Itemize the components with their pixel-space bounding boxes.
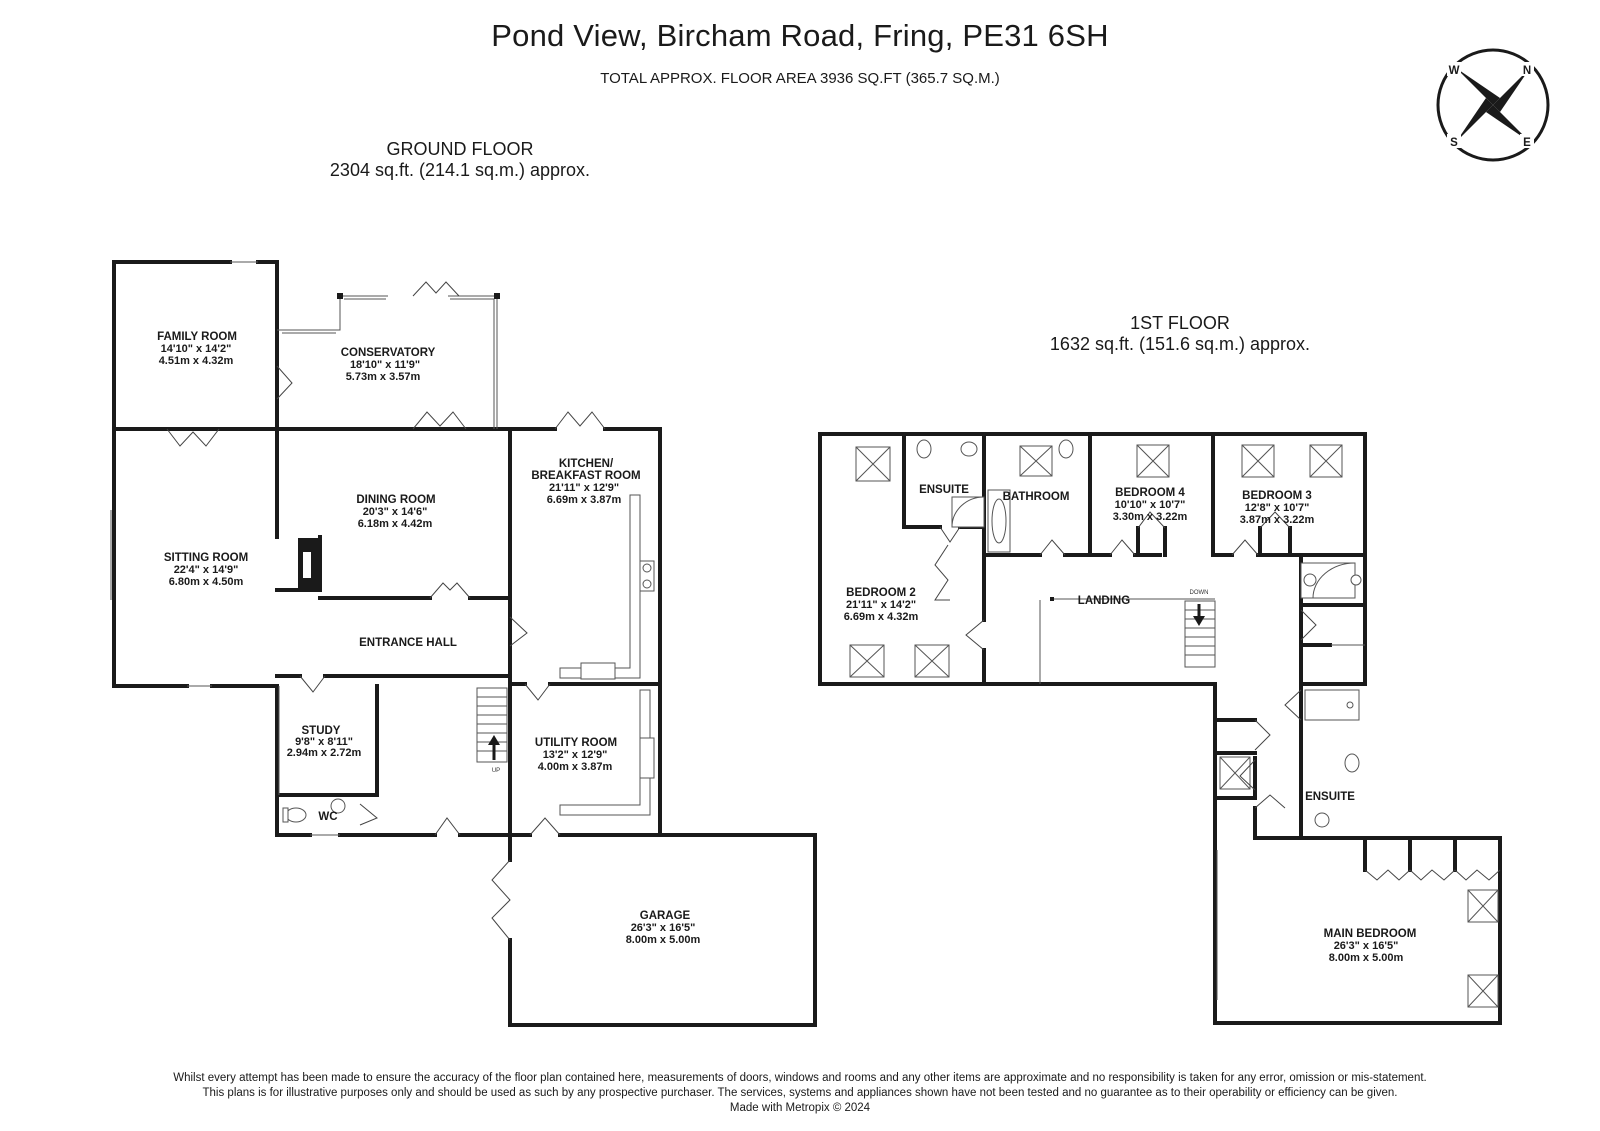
utility-room-metric: 4.00m x 3.87m [538, 761, 613, 773]
stairs-up-label: UP [492, 768, 500, 774]
kitchen-metric: 6.69m x 3.87m [547, 494, 622, 506]
main-bedroom-label: MAIN BEDROOM [1324, 928, 1417, 940]
bedroom-4-label: BEDROOM 4 [1115, 487, 1185, 499]
conservatory-imperial: 18'10" x 11'9" [350, 359, 420, 371]
entrance-hall-label: ENTRANCE HALL [359, 637, 457, 649]
garage-metric: 8.00m x 5.00m [626, 934, 701, 946]
study-label: STUDY [302, 725, 341, 737]
ensuite-1-label: ENSUITE [919, 484, 969, 496]
sanitary-fixtures [916, 439, 1362, 828]
utility-room-imperial: 13'2" x 12'9" [543, 749, 608, 761]
bathroom-label: BATHROOM [1003, 491, 1070, 503]
main-bedroom-imperial: 26'3" x 16'5" [1334, 940, 1399, 952]
compass-west: W [1449, 65, 1460, 77]
family-room-imperial: 14'10" x 14'2" [161, 343, 232, 355]
bedroom-2-label: BEDROOM 2 [846, 587, 916, 599]
main-bedroom-metric: 8.00m x 5.00m [1329, 952, 1404, 964]
compass-north: N [1523, 65, 1531, 77]
ground-floor-plan: UP FAMILY ROOM 14'10" x 14'2" 4.51m x 4.… [110, 260, 817, 1027]
compass-east: E [1523, 137, 1531, 149]
kitchen-label: BREAKFAST ROOM [531, 470, 640, 482]
dining-room-metric: 6.18m x 4.42m [358, 518, 433, 530]
plan-title: Pond View, Bircham Road, Fring, PE31 6SH [491, 18, 1109, 53]
bedroom-3-label: BEDROOM 3 [1242, 490, 1312, 502]
wc-label: WC [318, 811, 337, 823]
bedroom-2-metric: 6.69m x 4.32m [844, 611, 919, 623]
first-floor-title: 1ST FLOOR [1130, 313, 1230, 333]
total-floor-area: TOTAL APPROX. FLOOR AREA 3936 SQ.FT (365… [600, 70, 1000, 87]
garage-imperial: 26'3" x 16'5" [631, 922, 696, 934]
conservatory-label: CONSERVATORY [341, 347, 436, 359]
skylight-icon [849, 444, 1499, 1008]
first-floor-plan: DOWN ENSUITE BATHROOM BEDROOM 4 10'10" x… [818, 432, 1500, 1025]
ground-floor-title: GROUND FLOOR [386, 139, 534, 159]
disclaimer-line-1: Whilst every attempt has been made to en… [173, 1072, 1427, 1084]
sitting-room-metric: 6.80m x 4.50m [169, 576, 244, 588]
disclaimer: Whilst every attempt has been made to en… [60, 1071, 1540, 1116]
compass-icon: N E S W [1436, 48, 1550, 162]
kitchen-label-line1: KITCHEN/ [559, 458, 614, 470]
utility-room-label: UTILITY ROOM [535, 737, 617, 749]
ground-floor-area: 2304 sq.ft. (214.1 sq.m.) approx. [329, 160, 591, 180]
bedroom-2-imperial: 21'11" x 14'2" [846, 599, 916, 611]
garage-label: GARAGE [640, 910, 691, 922]
first-floor-area: 1632 sq.ft. (151.6 sq.m.) approx. [1049, 334, 1311, 354]
metropix-credit: Made with Metropix © 2024 [729, 1102, 871, 1114]
sitting-room-label: SITTING ROOM [164, 552, 248, 564]
family-room-metric: 4.51m x 4.32m [159, 355, 234, 367]
conservatory-metric: 5.73m x 3.57m [346, 371, 421, 383]
dining-room-label: DINING ROOM [356, 494, 435, 506]
dining-room-imperial: 20'3" x 14'6" [363, 506, 428, 518]
kitchen-imperial: 21'11" x 12'9" [549, 482, 619, 494]
stairs-down-label: DOWN [1190, 590, 1209, 596]
bedroom-4-imperial: 10'10" x 10'7" [1115, 499, 1186, 511]
bedroom-3-metric: 3.87m x 3.22m [1240, 514, 1315, 526]
study-imperial: 9'8" x 8'11" [295, 736, 353, 748]
compass-south: S [1450, 137, 1458, 149]
disclaimer-line-2: This plans is for illustrative purposes … [202, 1087, 1398, 1099]
bedroom-3-imperial: 12'8" x 10'7" [1245, 502, 1310, 514]
ensuite-2-label: ENSUITE [1305, 791, 1355, 803]
bedroom-4-metric: 3.30m x 3.22m [1113, 511, 1188, 523]
study-metric: 2.94m x 2.72m [287, 747, 362, 759]
landing-label: LANDING [1078, 595, 1130, 607]
first-floor-heading: 1ST FLOOR 1632 sq.ft. (151.6 sq.m.) appr… [1010, 313, 1350, 355]
family-room-label: FAMILY ROOM [157, 331, 237, 343]
sitting-room-imperial: 22'4" x 14'9" [174, 564, 239, 576]
ground-floor-heading: GROUND FLOOR 2304 sq.ft. (214.1 sq.m.) a… [290, 139, 630, 181]
